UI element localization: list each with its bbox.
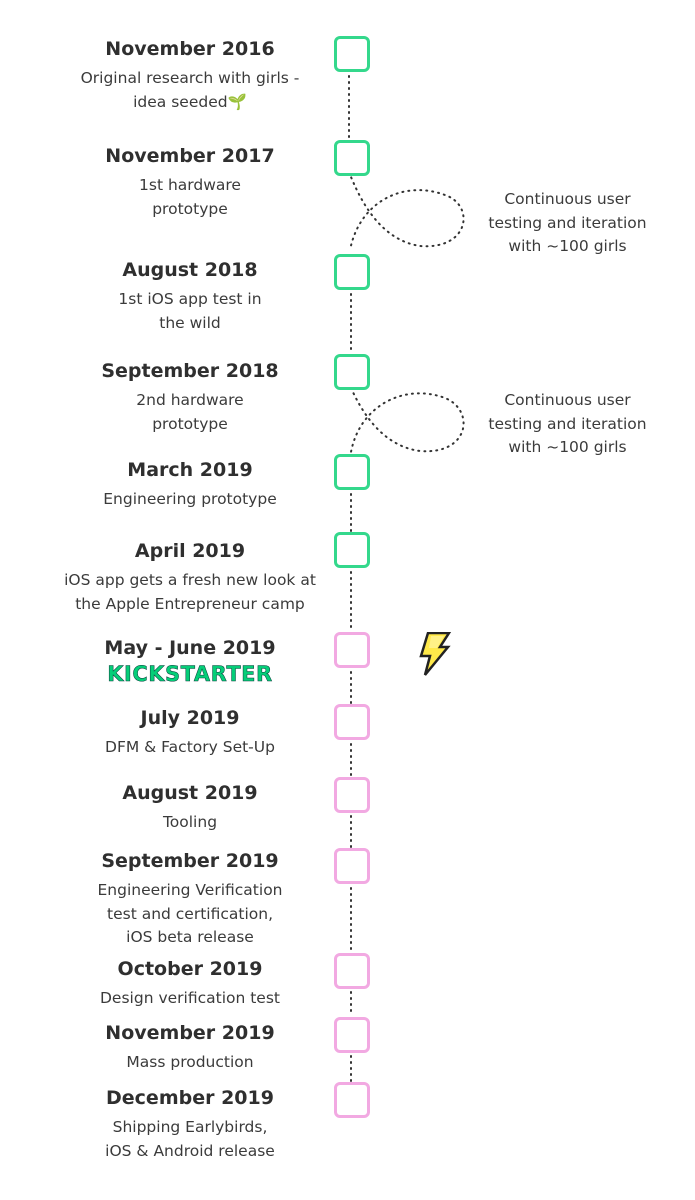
- milestone-description: DFM & Factory Set-Up: [105, 738, 275, 756]
- milestone-date: September 2018: [101, 360, 279, 382]
- milestone-description: Design verification test: [100, 989, 280, 1007]
- milestone-checkbox-6: [334, 532, 370, 568]
- milestone-checkbox-7: [334, 632, 370, 668]
- milestone-date: October 2019: [117, 958, 263, 980]
- milestone-checkbox-11: [334, 953, 370, 989]
- iteration-loop-2: [350, 387, 465, 453]
- milestone-checkbox-12: [334, 1017, 370, 1053]
- seedling-icon: 🌱: [227, 92, 247, 111]
- milestone-date: April 2019: [134, 540, 246, 562]
- milestone-checkbox-2: [334, 140, 370, 176]
- milestone-checkbox-9: [334, 777, 370, 813]
- iteration-loop-1: [348, 171, 465, 251]
- milestone-date: August 2018: [122, 259, 258, 281]
- milestone-description: Tooling: [162, 813, 218, 831]
- milestone-checkbox-4: [334, 354, 370, 390]
- milestone-checkbox-5: [334, 454, 370, 490]
- milestone-3: August 2018 1st iOS app test in the wild: [40, 258, 340, 335]
- kickstarter-logo: KICKSTARTER: [107, 662, 273, 687]
- milestone-description: Engineering Verification test and certif…: [97, 881, 283, 946]
- milestone-description: iOS app gets a fresh new look at the App…: [64, 571, 316, 613]
- milestone-date: November 2016: [105, 38, 275, 60]
- milestone-date: May - June 2019: [104, 637, 276, 659]
- milestone-11: October 2019 Design verification test: [40, 957, 340, 1011]
- milestone-2: November 2017 1st hardware prototype: [40, 144, 340, 221]
- milestone-date: December 2019: [106, 1087, 274, 1109]
- milestone-5: March 2019 Engineering prototype: [40, 458, 340, 512]
- milestone-checkbox-13: [334, 1082, 370, 1118]
- milestone-9: August 2019 Tooling: [40, 781, 340, 835]
- milestone-12: November 2019 Mass production: [40, 1021, 340, 1075]
- milestone-description: 1st hardware prototype: [139, 176, 241, 218]
- milestone-date: August 2019: [122, 782, 258, 804]
- milestone-description: Shipping Earlybirds, iOS & Android relea…: [105, 1118, 275, 1160]
- milestone-13: December 2019 Shipping Earlybirds, iOS &…: [40, 1086, 340, 1163]
- milestone-description: Engineering prototype: [103, 490, 277, 508]
- milestone-8: July 2019 DFM & Factory Set-Up: [40, 706, 340, 760]
- milestone-checkbox-10: [334, 848, 370, 884]
- milestone-description: Original research with girls - idea seed…: [80, 69, 300, 111]
- milestone-checkbox-1: [334, 36, 370, 72]
- milestone-4: September 2018 2nd hardware prototype: [40, 359, 340, 436]
- milestone-6: April 2019 iOS app gets a fresh new look…: [40, 539, 340, 616]
- milestone-date: July 2019: [140, 707, 240, 729]
- milestone-7: May - June 2019 KICKSTARTER: [40, 636, 340, 686]
- milestone-description: 2nd hardware prototype: [136, 391, 244, 433]
- milestone-checkbox-3: [334, 254, 370, 290]
- iteration-note-2: Continuous user testing and iteration wi…: [488, 391, 647, 456]
- milestone-description: 1st iOS app test in the wild: [118, 290, 262, 332]
- milestone-date: March 2019: [127, 459, 253, 481]
- milestone-date: November 2017: [105, 145, 275, 167]
- milestone-date: November 2019: [105, 1022, 275, 1044]
- lightning-bolt-icon: [419, 632, 452, 676]
- iteration-note-1: Continuous user testing and iteration wi…: [488, 190, 647, 255]
- milestone-date: September 2019: [101, 850, 279, 872]
- milestone-1: November 2016 Original research with gir…: [40, 37, 340, 114]
- milestone-description: Mass production: [126, 1053, 254, 1071]
- milestone-checkbox-8: [334, 704, 370, 740]
- milestone-10: September 2019 Engineering Verification …: [40, 849, 340, 950]
